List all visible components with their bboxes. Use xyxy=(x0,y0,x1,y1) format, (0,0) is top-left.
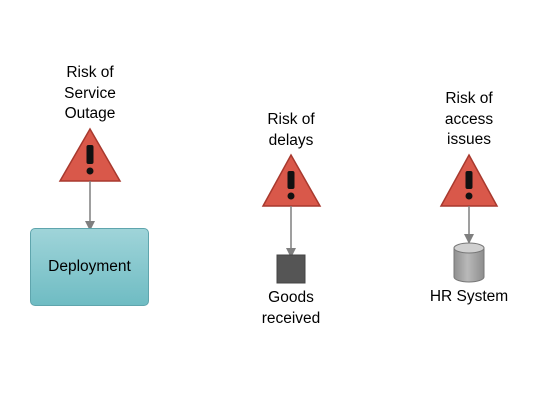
goods-received-shape xyxy=(276,254,306,284)
goods-received-label: Goods received xyxy=(261,289,321,327)
risk-label-access-issues: Risk of access issues xyxy=(444,90,494,148)
risk-label-delays: Risk of delays xyxy=(267,111,315,149)
deployment-label: Deployment xyxy=(48,258,131,275)
warning-triangle-icon-service-outage xyxy=(58,127,122,182)
deployment-node[interactable]: Deployment xyxy=(30,228,149,306)
warning-triangle-icon-delays xyxy=(261,153,322,207)
hr-system-label: HR System xyxy=(429,288,509,305)
database-icon xyxy=(453,242,485,283)
warning-triangle-icon-access-issues xyxy=(439,153,499,207)
risk-label-service-outage: Risk of Service Outage xyxy=(64,64,116,122)
